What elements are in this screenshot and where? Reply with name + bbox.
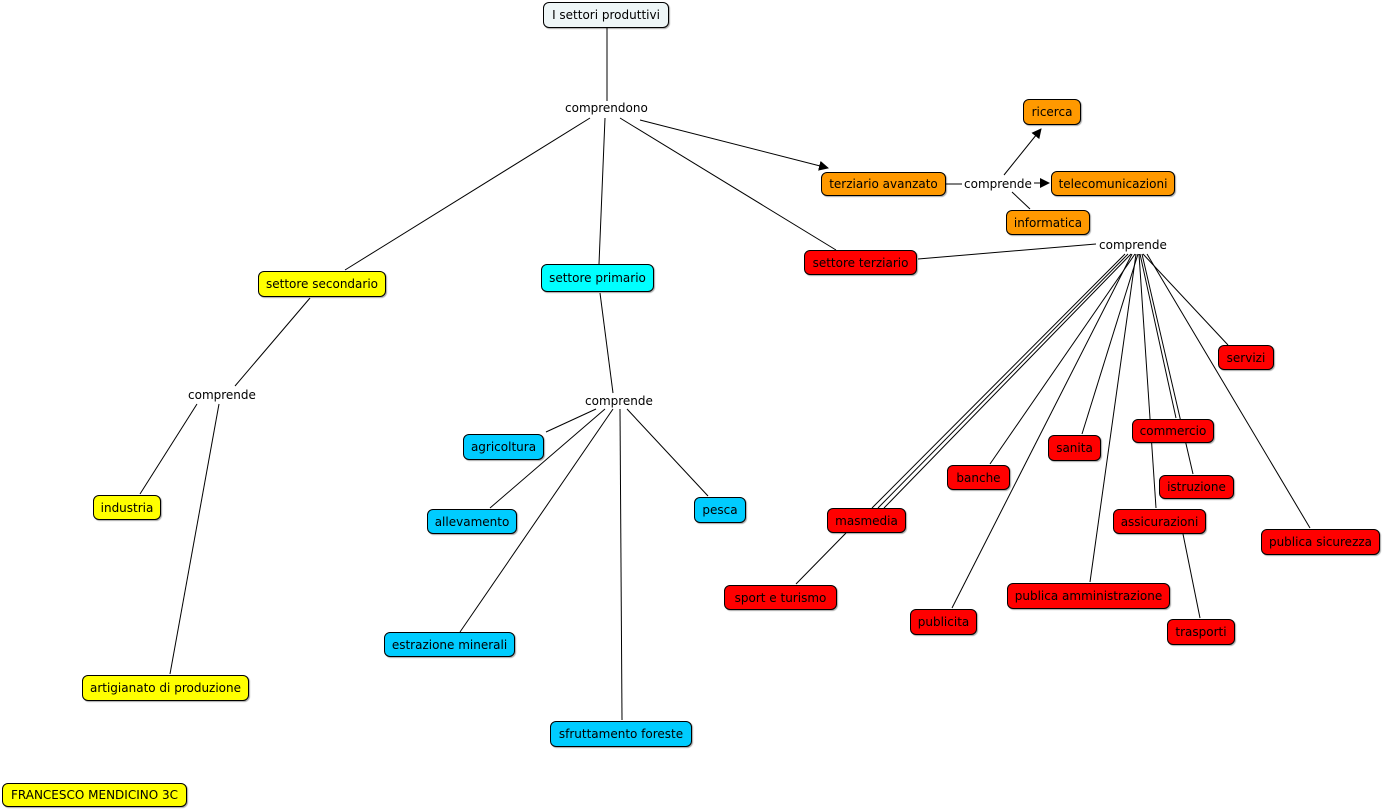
node-pesca[interactable]: pesca	[694, 497, 746, 523]
node-settore-terziario[interactable]: settore terziario	[804, 250, 917, 275]
author-label[interactable]: FRANCESCO MENDICINO 3C	[2, 783, 187, 807]
node-banche[interactable]: banche	[947, 465, 1010, 490]
node-informatica[interactable]: informatica	[1006, 210, 1090, 235]
node-allevamento[interactable]: allevamento	[427, 509, 517, 534]
node-artigianato-di-produzione[interactable]: artigianato di produzione	[82, 675, 249, 701]
linking-phrase-comprendono: comprendono	[563, 101, 650, 115]
node-sfruttamento-foreste[interactable]: sfruttamento foreste	[550, 721, 692, 747]
node-publica-amministrazione[interactable]: publica amministrazione	[1007, 583, 1170, 609]
node-trasporti[interactable]: trasporti	[1167, 619, 1235, 645]
node-publica-sicurezza[interactable]: publica sicurezza	[1261, 529, 1380, 555]
node-sport-e-turismo[interactable]: sport e turismo	[724, 585, 837, 610]
linking-phrase-comprende-primario: comprende	[583, 394, 655, 408]
node-estrazione-minerali[interactable]: estrazione minerali	[384, 632, 515, 657]
node-settore-primario[interactable]: settore primario	[541, 264, 654, 292]
node-sanita[interactable]: sanita	[1048, 435, 1101, 461]
node-publicita[interactable]: publicita	[910, 609, 977, 635]
node-masmedia[interactable]: masmedia	[827, 508, 906, 533]
linking-phrase-comprende-avanzato: comprende	[962, 177, 1034, 191]
linking-phrase-comprende-secondario: comprende	[186, 388, 258, 402]
linking-phrase-comprende-terziario: comprende	[1097, 238, 1169, 252]
node-ricerca[interactable]: ricerca	[1023, 99, 1081, 125]
node-telecomunicazioni[interactable]: telecomunicazioni	[1051, 171, 1175, 196]
node-servizi[interactable]: servizi	[1218, 345, 1274, 370]
node-assicurazioni[interactable]: assicurazioni	[1113, 509, 1206, 534]
node-settore-secondario[interactable]: settore secondario	[258, 271, 386, 297]
node-terziario-avanzato[interactable]: terziario avanzato	[821, 172, 946, 196]
root-node[interactable]: I settori produttivi	[543, 2, 669, 28]
node-industria[interactable]: industria	[93, 495, 161, 520]
node-agricoltura[interactable]: agricoltura	[463, 434, 544, 460]
node-commercio[interactable]: commercio	[1132, 419, 1214, 443]
node-istruzione[interactable]: istruzione	[1159, 475, 1234, 499]
